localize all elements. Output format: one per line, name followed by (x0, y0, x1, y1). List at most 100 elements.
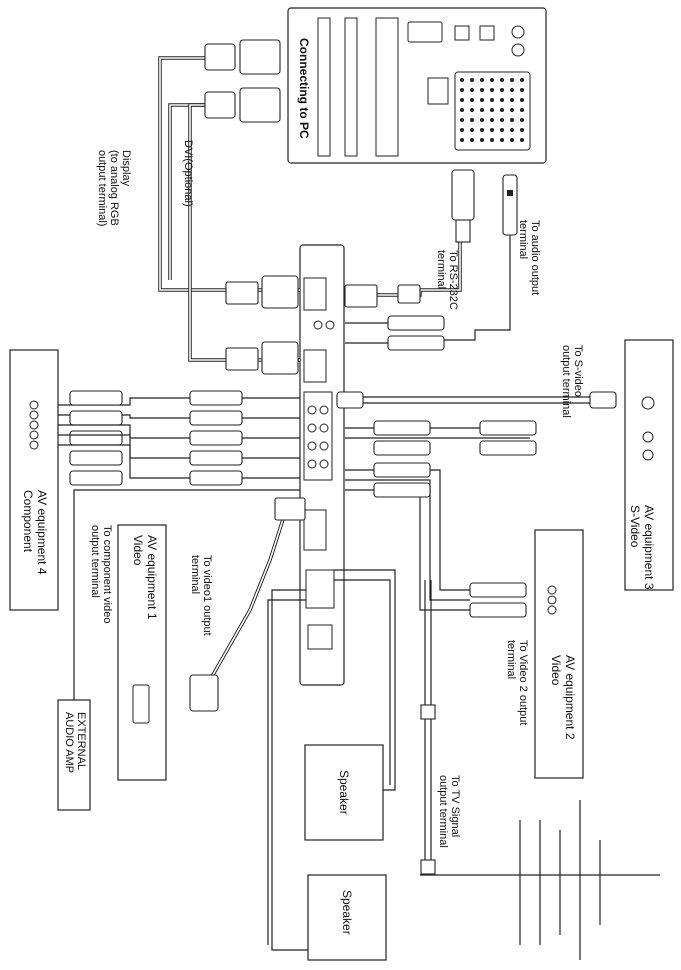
fan-hole (520, 108, 524, 112)
video2-out-label-line1: To Video 2 output (517, 640, 529, 725)
av2-label-line2: Video (549, 655, 563, 686)
av4-label-line2: Component (21, 490, 35, 553)
fan-hole (500, 128, 504, 132)
rs232-label-line2: terminal (435, 250, 447, 289)
av-equipment-2: AV equipment 2 Video (534, 529, 584, 779)
audio-out-label-line2: terminal (517, 220, 529, 259)
fan-hole (490, 138, 494, 142)
fan-hole (520, 128, 524, 132)
dvi-label: DVI(Optional) (182, 140, 194, 207)
fan-hole (510, 98, 514, 102)
av4-label-line1: AV equipment 4 (35, 490, 49, 575)
fan-hole (480, 118, 484, 122)
fan-hole (470, 108, 474, 112)
svideo-out-label-line2: output terminal (560, 345, 572, 418)
fan-hole (500, 138, 504, 142)
av-equipment-4: AV equipment 4 Component (9, 349, 59, 611)
fan-hole (510, 128, 514, 132)
av3-audio-cables (345, 420, 537, 456)
component-out-label-line2: output terminal (89, 525, 101, 598)
fan-hole (510, 78, 514, 82)
rca-plug (189, 470, 243, 486)
video1-out-label-line2: terminal (189, 555, 201, 594)
external-audio-amp: EXTERNAL AUDIO AMP (57, 489, 300, 811)
pc-display-cables (158, 39, 300, 375)
component-out-label-line1: To component video (101, 525, 113, 623)
fan-hole (490, 98, 494, 102)
fan-hole (460, 98, 464, 102)
av1-label-line2: Video (131, 535, 145, 566)
fan-hole (500, 78, 504, 82)
rs232c-cable (344, 169, 475, 308)
fan-hole (480, 108, 484, 112)
av3-label-line2: S-Video (628, 505, 642, 548)
rca-plug (189, 410, 243, 426)
rca-plug (189, 450, 243, 466)
speaker-2: Speaker (307, 874, 387, 961)
speaker-1: Speaker (304, 744, 384, 841)
speaker-wires (267, 569, 396, 951)
pc-title: Connecting to PC (297, 38, 311, 139)
display-label-line2: (to analog RGB (108, 150, 120, 226)
fan-hole (490, 118, 494, 122)
cable-labels: Display (to analog RGB output terminal) … (89, 140, 584, 848)
pc-fan-grille (460, 78, 524, 142)
fan-hole (520, 88, 524, 92)
svideo-out-label-line1: To S-video (572, 345, 584, 397)
fan-hole (510, 118, 514, 122)
fan-hole (470, 78, 474, 82)
fan-hole (510, 88, 514, 92)
rca-plug (69, 390, 123, 406)
av2-label-line1: AV equipment 2 (563, 655, 577, 740)
fan-hole (510, 138, 514, 142)
rs232-label-line1: To RS-232C (447, 250, 459, 310)
av-equipment-3: AV equipment 3 S-Video (624, 339, 674, 591)
fan-hole (460, 78, 464, 82)
display-label-line1: Display (120, 150, 132, 187)
fan-hole (490, 88, 494, 92)
fan-hole (460, 128, 464, 132)
fan-hole (520, 138, 524, 142)
fan-hole (520, 98, 524, 102)
pc-unit: Connecting to PC (287, 7, 547, 164)
fan-hole (520, 78, 524, 82)
rca-plug (69, 450, 123, 466)
scart-cable (189, 497, 306, 712)
tv-signal-label-line1: To TV Signal (449, 775, 461, 837)
display-label-line3: output terminal) (96, 150, 108, 226)
speaker-1-label: Speaker (337, 770, 351, 815)
fan-hole (470, 98, 474, 102)
rca-plug (69, 430, 123, 446)
speaker-2-label: Speaker (340, 890, 354, 935)
fan-hole (480, 138, 484, 142)
fan-hole (470, 128, 474, 132)
fan-hole (460, 108, 464, 112)
fan-hole (460, 118, 464, 122)
fan-hole (520, 118, 524, 122)
amp-label-line2: AUDIO AMP (63, 712, 75, 773)
rca-plug (69, 410, 123, 426)
fan-hole (500, 88, 504, 92)
audio-output-cable (345, 174, 518, 351)
fan-hole (490, 108, 494, 112)
fan-hole (480, 98, 484, 102)
fan-hole (500, 118, 504, 122)
monitor-rear-panel (299, 244, 345, 686)
fan-hole (460, 138, 464, 142)
fan-hole (510, 108, 514, 112)
video2-out-label-line2: terminal (505, 640, 517, 679)
fan-hole (470, 118, 474, 122)
av1-label-line1: AV equipment 1 (145, 535, 159, 620)
fan-hole (490, 78, 494, 82)
video1-out-label-line1: To video1 output (201, 555, 213, 636)
fan-hole (490, 128, 494, 132)
fan-hole (460, 88, 464, 92)
fan-hole (470, 138, 474, 142)
fan-hole (470, 88, 474, 92)
fan-hole (480, 88, 484, 92)
amp-label-line1: EXTERNAL (75, 712, 87, 770)
av-equipment-1: AV equipment 1 Video (117, 524, 167, 781)
fan-hole (480, 128, 484, 132)
rca-plug (69, 470, 123, 486)
